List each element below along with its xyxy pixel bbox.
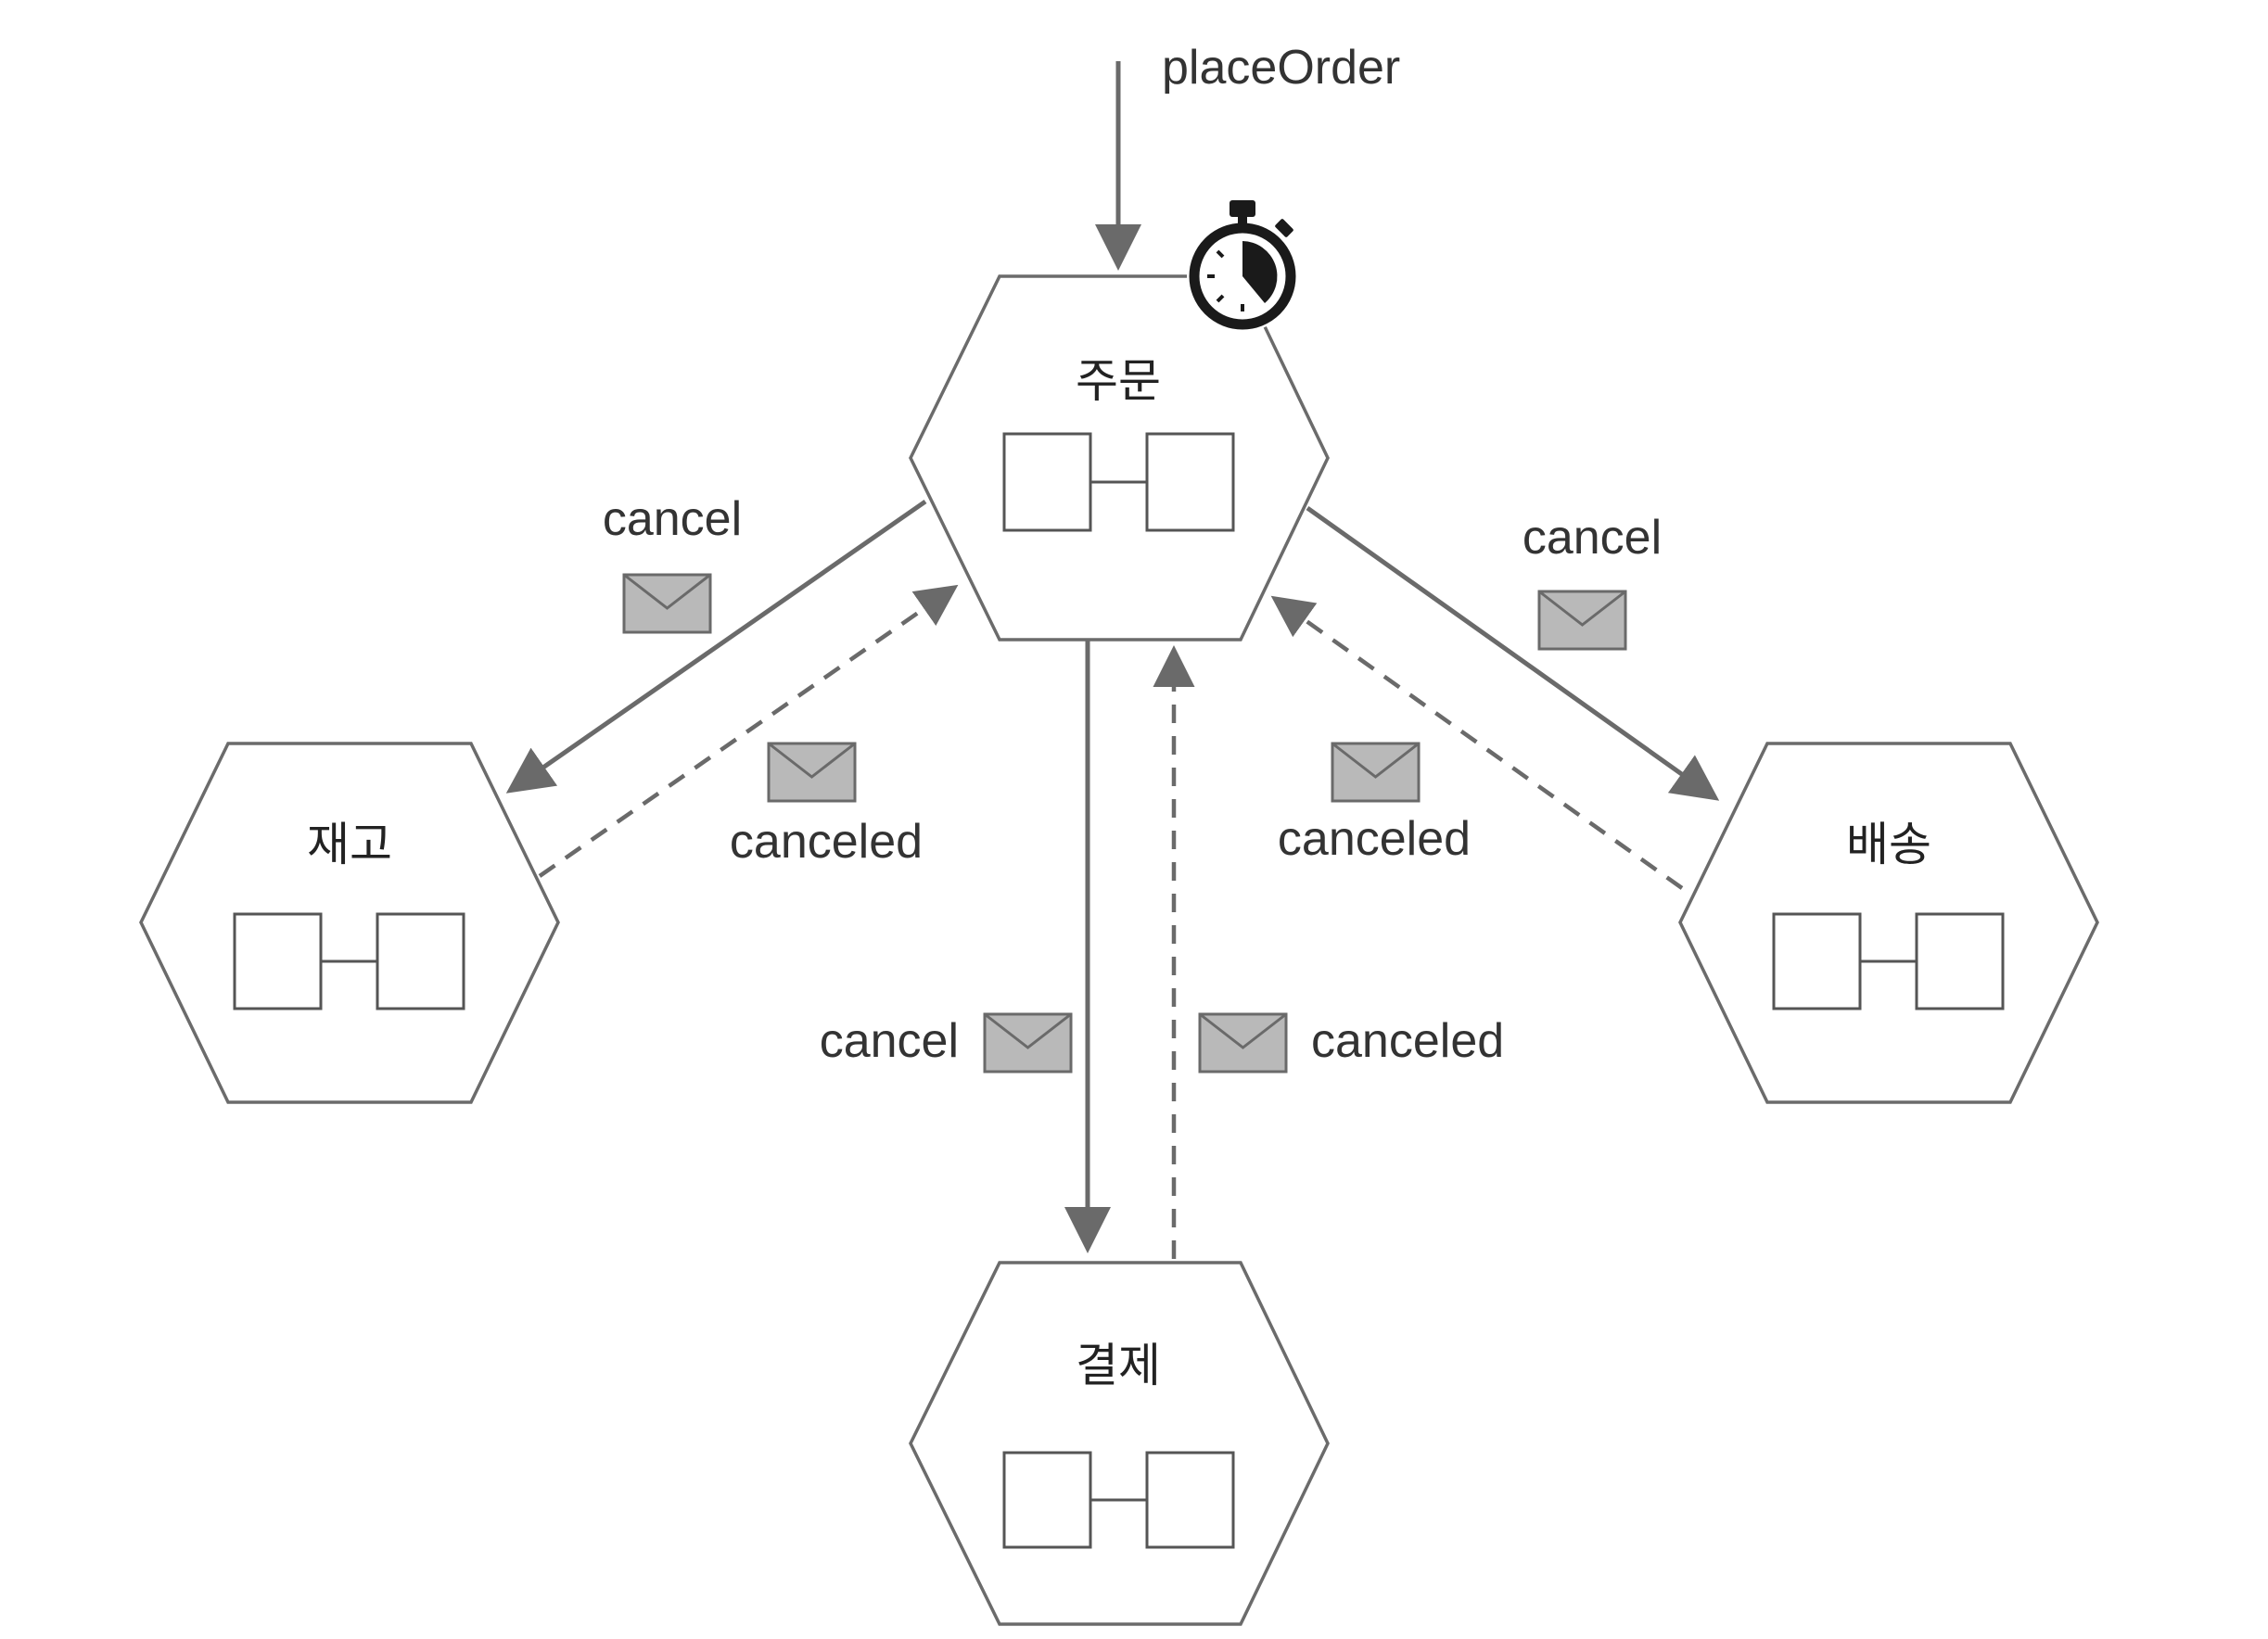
canceled-arrow-from-inventory xyxy=(538,584,959,878)
envelope-icon xyxy=(983,1012,1073,1074)
cancel-label-payment: cancel xyxy=(820,1014,959,1068)
service-order-label: 주문 xyxy=(1076,354,1161,408)
service-inventory-label: 재고 xyxy=(307,818,392,871)
canceled-label-payment: canceled xyxy=(1311,1014,1504,1068)
service-payment: 결제 xyxy=(909,1261,1330,1626)
envelope-icon xyxy=(767,742,857,803)
canceled-arrow-from-delivery xyxy=(1270,595,1684,890)
service-inventory-components-icon xyxy=(233,912,465,1010)
service-inventory: 재고 xyxy=(139,742,560,1104)
service-delivery-components-icon xyxy=(1772,912,2005,1010)
envelope-icon xyxy=(622,573,712,634)
service-order-components-icon xyxy=(1002,432,1235,532)
service-order: 주문 xyxy=(909,274,1330,642)
canceled-label-delivery: canceled xyxy=(1278,812,1471,866)
envelope-icon xyxy=(1198,1012,1288,1074)
placeorder-label: placeOrder xyxy=(1162,41,1400,95)
cancel-label-inventory: cancel xyxy=(603,492,742,546)
cancel-arrow-to-delivery xyxy=(1306,505,1720,801)
stopwatch-icon xyxy=(1187,200,1298,332)
cancel-arrow-to-inventory xyxy=(505,499,927,794)
service-payment-components-icon xyxy=(1002,1451,1235,1549)
envelope-icon xyxy=(1537,590,1627,651)
envelope-icon xyxy=(1331,742,1421,803)
service-delivery-label: 배송 xyxy=(1846,818,1931,871)
service-delivery: 배송 xyxy=(1678,742,2099,1104)
cancel-label-delivery: cancel xyxy=(1523,511,1662,565)
service-payment-label: 결제 xyxy=(1076,1339,1161,1392)
canceled-label-inventory: canceled xyxy=(730,815,923,869)
